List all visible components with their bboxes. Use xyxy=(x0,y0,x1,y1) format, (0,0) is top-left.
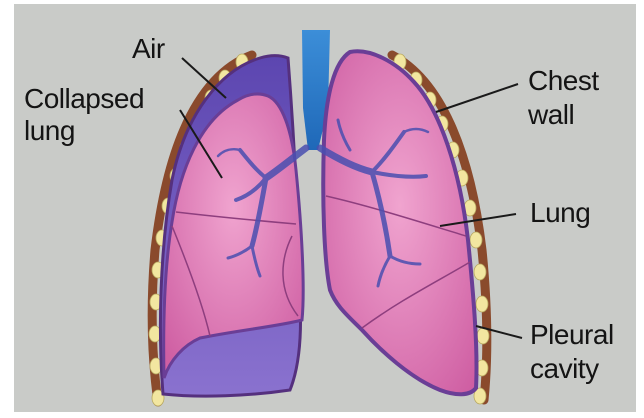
background-left-margin xyxy=(0,0,14,418)
label-pleural-cavity-line2: cavity xyxy=(530,354,599,384)
label-chest-wall-line2: wall xyxy=(528,100,574,130)
label-collapsed-lung-line2: lung xyxy=(24,116,75,146)
label-collapsed-lung-line1: Collapsed xyxy=(24,84,144,114)
label-air: Air xyxy=(132,34,165,64)
label-lung: Lung xyxy=(530,198,590,228)
label-chest-wall-line1: Chest xyxy=(528,66,599,96)
label-pleural-cavity-line1: Pleural xyxy=(530,320,614,350)
background-bottom-margin xyxy=(0,412,644,418)
